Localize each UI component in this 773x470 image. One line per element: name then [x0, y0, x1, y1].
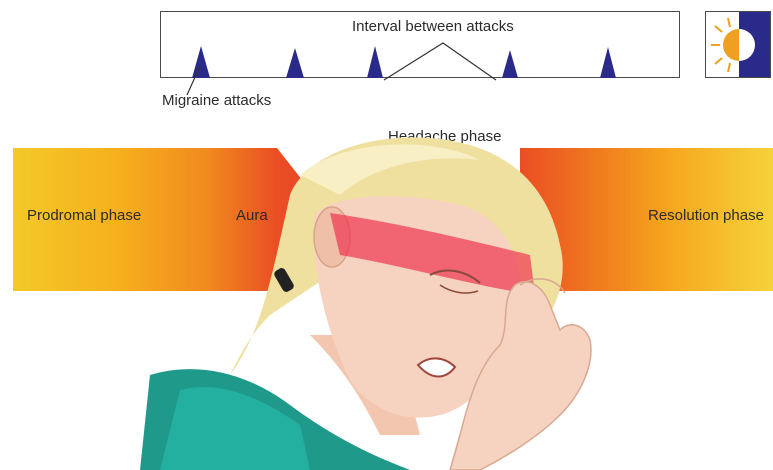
- prodromal-phase-label: Prodromal phase: [27, 207, 141, 224]
- attacks-label: Migraine attacks: [162, 92, 271, 109]
- resolution-phase-label: Resolution phase: [648, 207, 764, 224]
- attack-spike-3: [367, 46, 383, 78]
- interval-label: Interval between attacks: [352, 18, 514, 35]
- attacks-pointer: [187, 66, 200, 95]
- attack-spike-2: [286, 48, 304, 78]
- attack-spike-4: [502, 50, 518, 78]
- interval-pointer: [384, 43, 496, 80]
- day-night-icon: [705, 11, 771, 78]
- aura-label: Aura: [236, 207, 268, 224]
- attack-spike-5: [600, 47, 616, 78]
- woman-with-migraine-illustration: [140, 135, 620, 470]
- attack-spike-1: [192, 46, 210, 78]
